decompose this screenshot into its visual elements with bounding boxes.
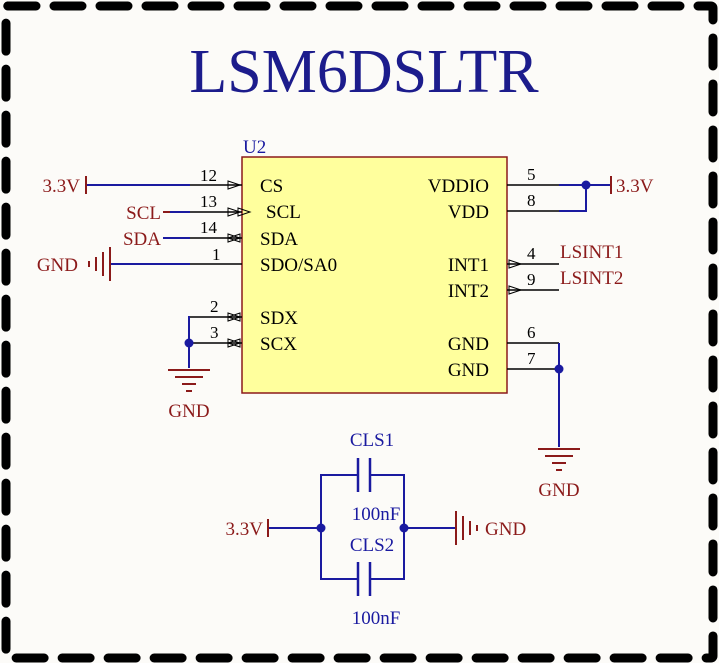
net-label-vcc-right: 3.3V xyxy=(616,176,654,197)
net-label-cap-gnd: GND xyxy=(485,519,526,540)
pin-number: 12 xyxy=(200,166,217,185)
pin-number: 2 xyxy=(210,297,219,316)
capacitor-cls1-designator: CLS1 xyxy=(350,430,394,451)
net-label-gnd-right: GND xyxy=(538,480,579,501)
net-label-lsint1: LSINT1 xyxy=(560,242,623,263)
net-label-cap-vcc: 3.3V xyxy=(226,519,264,540)
junction-cap-gnd xyxy=(399,523,409,533)
pin-number: 7 xyxy=(527,349,536,368)
gnd-symbol-cap xyxy=(455,511,478,545)
pin-name: SDA xyxy=(260,229,298,250)
output-arrow-int2 xyxy=(508,285,523,295)
bidir-arrow-sda-out xyxy=(226,233,241,243)
capacitor-cls2-symbol[interactable] xyxy=(356,562,372,596)
right-pin-markers xyxy=(508,259,523,295)
pin-name: INT1 xyxy=(448,255,489,276)
net-label-lsint2: LSINT2 xyxy=(560,268,623,289)
gnd-symbol-left xyxy=(88,247,111,281)
junction-scx xyxy=(184,338,194,348)
input-arrow-scl xyxy=(227,207,242,217)
pin-number: 13 xyxy=(200,192,217,211)
gnd-symbol-bottom-left xyxy=(168,369,210,392)
pin-name: SCX xyxy=(260,334,297,355)
capacitor-cls2-value: 100nF xyxy=(352,608,401,629)
pin-name: GND xyxy=(448,334,489,355)
junction-gnd-7 xyxy=(554,364,564,374)
schematic-title: LSM6DSLTR xyxy=(189,38,539,106)
net-label-gnd-bottom-left: GND xyxy=(168,401,209,422)
pin-number: 8 xyxy=(527,191,536,210)
pin-name: GND xyxy=(448,360,489,381)
net-label-vcc-left: 3.3V xyxy=(43,176,81,197)
capacitor-cls1-symbol[interactable] xyxy=(356,458,372,492)
pin-number: 9 xyxy=(527,270,536,289)
capacitor-cls2-designator: CLS2 xyxy=(350,535,394,556)
junction-cap-vcc xyxy=(316,523,326,533)
capacitor-cls1-value: 100nF xyxy=(352,504,401,525)
ic-designator: U2 xyxy=(243,137,266,158)
wire-vdd xyxy=(559,185,587,212)
ic-body[interactable] xyxy=(241,156,508,394)
net-label-gnd-left: GND xyxy=(37,255,78,276)
pin-number: 14 xyxy=(200,218,218,237)
left-pin-numbers: 12 13 14 1 2 3 xyxy=(200,166,221,342)
left-pin-names: CS SCL SDA SDO/SA0 SDX SCX xyxy=(260,176,337,355)
net-label-scl: SCL xyxy=(126,203,161,224)
left-pin-stubs xyxy=(190,184,242,344)
input-arrow-cs xyxy=(227,180,242,190)
junction-vdd xyxy=(581,180,591,190)
gnd-symbol-right xyxy=(538,448,580,471)
input-arrow-scl-2 xyxy=(237,207,252,217)
right-pin-numbers: 5 8 4 9 6 7 xyxy=(527,165,536,368)
pin-number: 5 xyxy=(527,165,536,184)
pin-name: SCL xyxy=(266,202,301,223)
pin-name: VDDIO xyxy=(428,176,489,197)
pin-number: 4 xyxy=(527,244,536,263)
pin-name: INT2 xyxy=(448,281,489,302)
pin-number: 3 xyxy=(210,323,219,342)
pin-name: CS xyxy=(260,176,283,197)
pin-name: VDD xyxy=(448,202,489,223)
right-pin-names: VDDIO VDD INT1 INT2 GND GND xyxy=(428,176,489,381)
pin-name: SDO/SA0 xyxy=(260,255,337,276)
output-arrow-int1 xyxy=(508,259,523,269)
net-label-sda: SDA xyxy=(123,229,161,250)
pin-number: 6 xyxy=(527,323,536,342)
right-pin-stubs xyxy=(507,184,559,370)
pin-number: 1 xyxy=(212,245,221,264)
left-pin-markers xyxy=(226,180,252,348)
bidir-arrow-scx-out xyxy=(226,338,241,348)
pin-name: SDX xyxy=(260,308,298,329)
bidir-arrow-sdx-out xyxy=(226,312,241,322)
